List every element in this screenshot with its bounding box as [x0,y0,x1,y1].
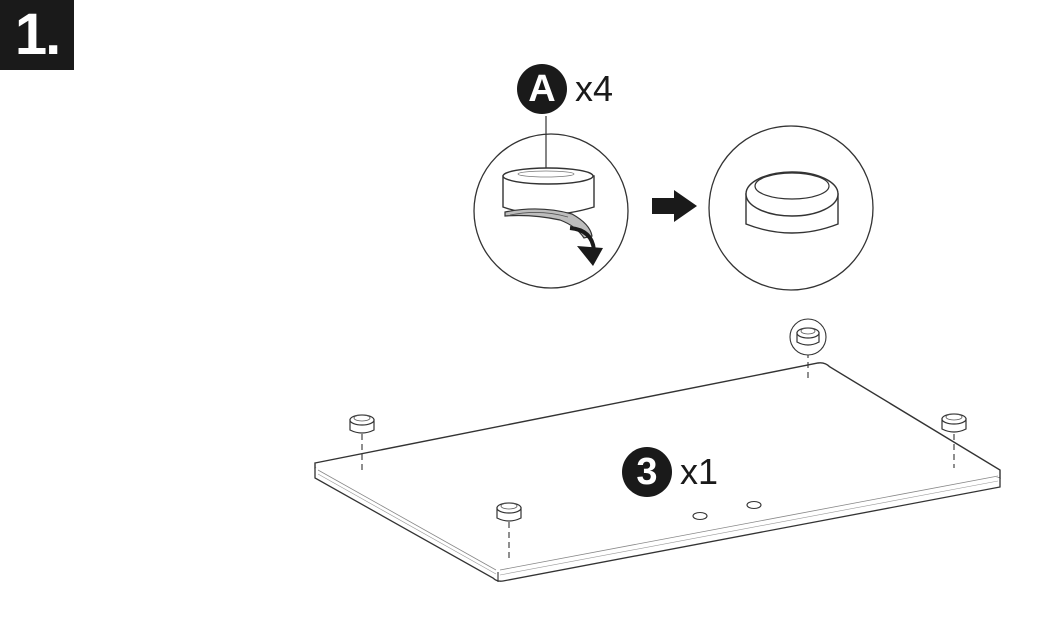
bumper-foot-right-front [941,413,967,468]
bumper-foot-left-rear [349,414,375,472]
step-number-badge: 1. [0,0,74,70]
detail-peel-backing [473,116,629,289]
part-3-quantity: x1 [680,451,719,492]
right-arrow-icon [652,190,697,222]
bumper-foot-peel [502,167,595,239]
bumper-foot-finished [745,171,839,234]
panel-hole [692,511,708,521]
panel-hole [746,500,762,510]
part-a-callout: A x4 [517,64,613,114]
part-a-quantity: x4 [575,68,614,109]
part-a-letter: A [517,64,567,114]
part-3-callout: 3 x1 [622,447,718,497]
peel-arrow-icon [569,226,603,266]
detail-finished-foot [708,125,874,291]
bumper-foot-left-front [496,502,522,560]
part-3-number: 3 [622,447,672,497]
bumper-foot-right-rear [789,318,827,382]
